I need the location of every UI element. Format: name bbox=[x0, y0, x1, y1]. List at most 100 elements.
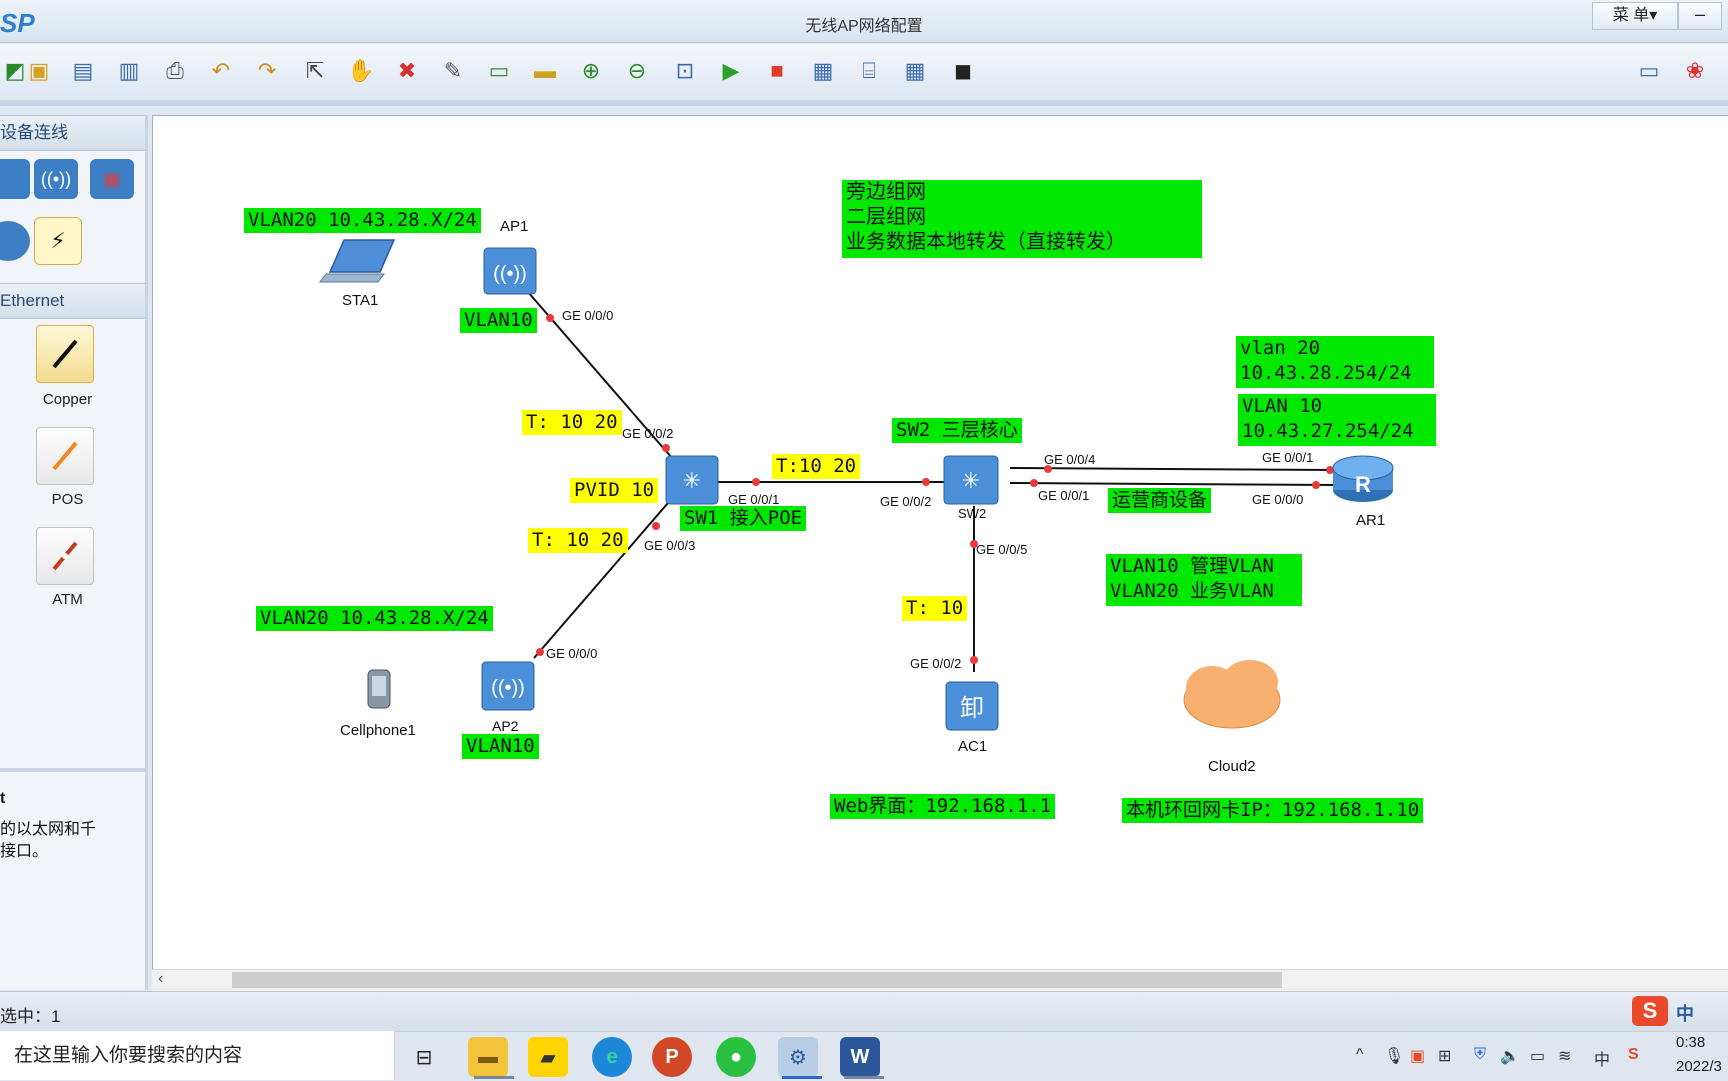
section-devices-header[interactable]: 设备连线 bbox=[0, 115, 145, 151]
ar1-router-icon[interactable]: R bbox=[1332, 455, 1394, 502]
taskbar-ime-label[interactable]: 中 bbox=[1594, 1052, 1611, 1069]
clock-date[interactable]: 2022/3 bbox=[1676, 1058, 1722, 1075]
file-explorer-icon[interactable]: ▬ bbox=[468, 1037, 508, 1077]
port-dot bbox=[752, 478, 760, 486]
link-sw1-ap2[interactable] bbox=[533, 495, 675, 659]
redo-icon[interactable]: ↷ bbox=[257, 58, 277, 83]
undo-icon[interactable]: ↶ bbox=[211, 58, 231, 83]
rectangle-icon[interactable]: ▬ bbox=[534, 58, 556, 83]
powerpoint-icon[interactable]: P bbox=[652, 1037, 692, 1077]
ap2-icon[interactable]: ((•)) bbox=[481, 661, 535, 711]
grid-icon[interactable]: ▦ bbox=[904, 58, 926, 83]
note-web[interactable]: Web界面：192.168.1.1 bbox=[830, 794, 1056, 819]
save-as-icon[interactable]: ▥ bbox=[118, 58, 140, 83]
wechat-icon[interactable]: ● bbox=[716, 1037, 756, 1077]
taskbar-search-input[interactable]: 在这里输入你要搜索的内容 bbox=[0, 1031, 395, 1080]
edge-browser-icon[interactable]: e bbox=[592, 1037, 632, 1077]
ime-tray-icon[interactable]: ▣ bbox=[1410, 1048, 1426, 1065]
note-sw1-pvid[interactable]: PVID 10 bbox=[570, 478, 659, 503]
sw1-switch-icon[interactable]: ✳ bbox=[665, 455, 719, 505]
ap1-label: AP1 bbox=[500, 218, 529, 235]
topology-canvas[interactable] bbox=[152, 115, 1728, 981]
volume-icon[interactable]: 🔈 bbox=[1500, 1048, 1520, 1065]
section-ethernet-header[interactable]: Ethernet bbox=[0, 283, 145, 319]
note-loopback[interactable]: 本机环回网卡IP：192.168.1.10 bbox=[1122, 798, 1424, 823]
print-icon[interactable]: ⎙ bbox=[166, 58, 184, 83]
laptop-icon[interactable] bbox=[319, 239, 396, 283]
scroll-left-icon[interactable]: ‹ bbox=[158, 970, 164, 987]
note-sta-vlan[interactable]: VLAN20 10.43.28.X/24 bbox=[244, 208, 481, 233]
fit-icon[interactable]: ⊡ bbox=[675, 58, 695, 83]
text-note-icon[interactable]: ▭ bbox=[488, 58, 510, 83]
tray-chevron-icon[interactable]: ^ bbox=[1356, 1046, 1364, 1063]
sticky-notes-icon[interactable]: ▰ bbox=[528, 1037, 568, 1077]
stop-icon[interactable]: ■ bbox=[770, 58, 784, 83]
atm-cable-item[interactable] bbox=[36, 527, 94, 585]
note-ap1-vlan[interactable]: VLAN10 bbox=[460, 308, 537, 333]
open-icon[interactable]: ▣ bbox=[28, 58, 50, 83]
port-dot bbox=[546, 314, 554, 322]
switch-category-icon[interactable] bbox=[0, 159, 30, 199]
task-indicator bbox=[844, 1076, 884, 1079]
cellphone-icon[interactable] bbox=[367, 669, 391, 709]
select-icon[interactable]: ⇱ bbox=[305, 58, 325, 83]
microphone-icon[interactable]: 🎙 bbox=[1384, 1048, 1405, 1065]
sw2-switch-icon[interactable]: ✳ bbox=[943, 455, 999, 505]
port-dot bbox=[536, 648, 544, 656]
zoom-out-icon[interactable]: ⊖ bbox=[627, 58, 647, 83]
note-cell-vlan[interactable]: VLAN20 10.43.28.X/24 bbox=[256, 606, 493, 631]
note-sw-link-trunk[interactable]: T:10 20 bbox=[772, 454, 861, 479]
camera-icon[interactable]: ◼ bbox=[953, 58, 973, 83]
connection-category-icon[interactable]: ⚡ bbox=[34, 217, 82, 265]
note-isp[interactable]: 运营商设备 bbox=[1108, 488, 1212, 513]
note-sw1-trunk-2[interactable]: T: 10 20 bbox=[528, 528, 628, 553]
delete-link-icon[interactable]: ✎ bbox=[443, 58, 463, 83]
ac1-controller-icon[interactable]: 卸 bbox=[945, 681, 999, 731]
pos-cable-label: POS bbox=[51, 491, 84, 508]
pos-cable-item[interactable] bbox=[36, 427, 94, 485]
ap1-icon[interactable]: ((•)) bbox=[483, 247, 537, 295]
start-icon[interactable]: ▶ bbox=[722, 58, 740, 83]
note-sw1[interactable]: SW1 接入POE bbox=[680, 506, 807, 531]
note-mode[interactable]: 旁边组网 二层组网 业务数据本地转发（直接转发） bbox=[842, 180, 1202, 258]
battery-icon[interactable]: ▭ bbox=[1530, 1048, 1546, 1065]
capture-icon[interactable]: ▦ bbox=[812, 58, 834, 83]
window-title: 无线AP网络配置 bbox=[805, 18, 923, 35]
ime-mode-indicator[interactable]: 中 bbox=[1676, 1004, 1694, 1024]
sogou-tray-icon[interactable]: S bbox=[1628, 1046, 1639, 1063]
topology-icon[interactable]: ⌸ bbox=[862, 58, 876, 83]
note-sw2[interactable]: SW2 三层核心 bbox=[892, 418, 1022, 443]
note-sw1-trunk-1[interactable]: T: 10 20 bbox=[522, 410, 622, 435]
clock-time[interactable]: 0:38 bbox=[1676, 1034, 1706, 1051]
minimize-button[interactable]: – bbox=[1678, 2, 1722, 30]
note-ac-trunk[interactable]: T: 10 bbox=[902, 596, 968, 621]
chat-icon[interactable]: ▭ bbox=[1638, 58, 1660, 83]
zoom-in-icon[interactable]: ⊕ bbox=[581, 58, 601, 83]
delete-icon[interactable]: ✖ bbox=[397, 58, 417, 83]
svg-text:卸: 卸 bbox=[960, 695, 984, 722]
link-sw2-ar1-a[interactable] bbox=[1009, 467, 1337, 471]
word-icon[interactable]: W bbox=[840, 1037, 880, 1077]
save-icon[interactable]: ▤ bbox=[72, 58, 94, 83]
shield-icon[interactable]: ⛨ bbox=[1474, 1046, 1487, 1063]
huawei-icon[interactable]: ❀ bbox=[1685, 58, 1705, 83]
wlan-category-icon[interactable]: ((•)) bbox=[34, 159, 78, 199]
cloud-icon[interactable] bbox=[1183, 660, 1281, 729]
note-vlan-purpose[interactable]: VLAN10 管理VLAN VLAN20 业务VLAN bbox=[1106, 554, 1302, 606]
copper-cable-item[interactable] bbox=[36, 325, 94, 383]
hand-icon[interactable]: ✋ bbox=[347, 58, 375, 83]
network-device-icon[interactable]: ⊞ bbox=[1438, 1048, 1452, 1065]
wifi-icon[interactable]: ≋ bbox=[1558, 1048, 1572, 1065]
ensp-task-icon[interactable]: ⚙ bbox=[778, 1037, 818, 1077]
link-sw2-ar1-b[interactable] bbox=[1009, 482, 1337, 486]
task-view-icon[interactable]: ⊟ bbox=[415, 1046, 433, 1069]
menu-button[interactable]: 菜 单▾ bbox=[1592, 2, 1678, 30]
new-icon[interactable]: ◩ bbox=[4, 58, 26, 83]
note-ap2-vlan[interactable]: VLAN10 bbox=[462, 734, 539, 759]
sogou-ime-icon[interactable]: S bbox=[1632, 996, 1668, 1026]
note-vlan10-ip[interactable]: VLAN 10 10.43.27.254/24 bbox=[1238, 394, 1436, 446]
scrollbar-thumb[interactable] bbox=[232, 972, 1282, 988]
note-vlan20-ip[interactable]: vlan 20 10.43.28.254/24 bbox=[1236, 336, 1434, 388]
firewall-category-icon[interactable]: ▦ bbox=[90, 159, 134, 199]
